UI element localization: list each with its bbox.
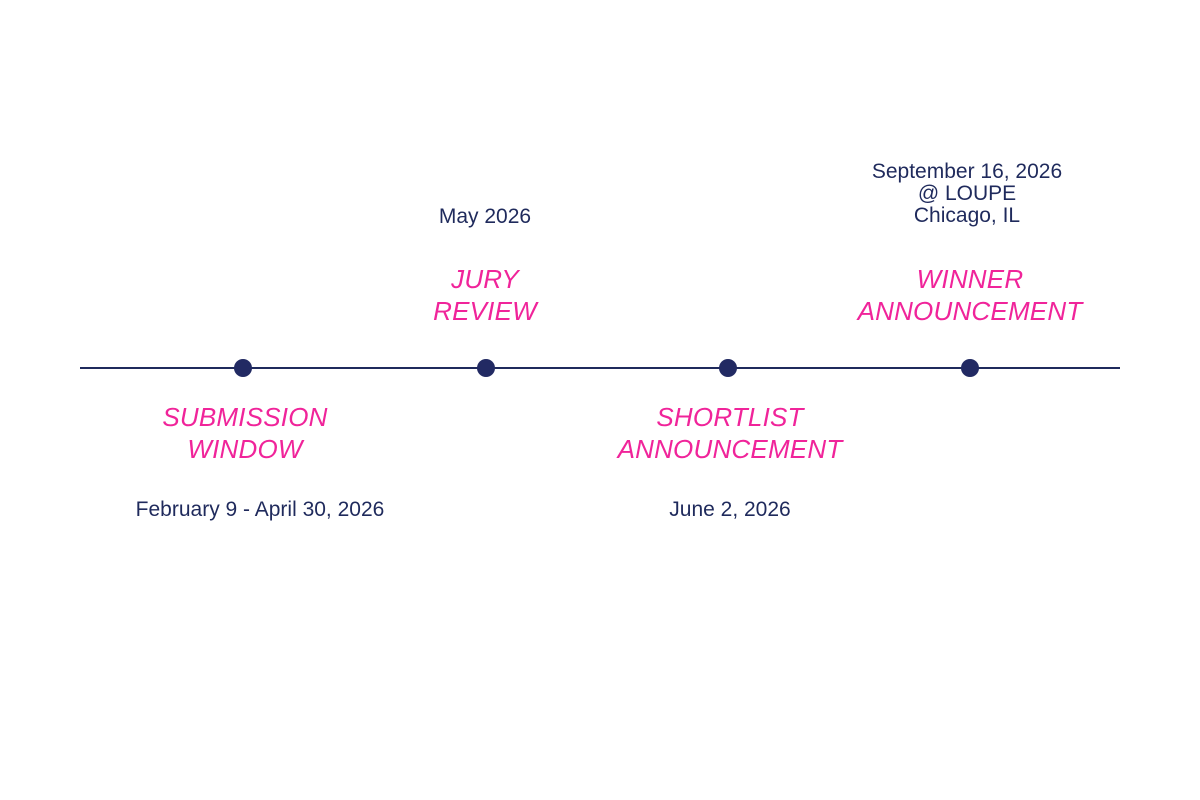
milestone-label-line: REVIEW bbox=[433, 296, 537, 326]
timeline-axis bbox=[80, 367, 1120, 369]
milestone-date-line: September 16, 2026 bbox=[871, 160, 1063, 183]
milestone-label-line: WINDOW bbox=[187, 434, 303, 464]
milestone-date-winner: September 16, 2026 @ LOUPE Chicago, IL bbox=[797, 161, 1137, 227]
milestone-date-submission: February 9 - April 30, 2026 bbox=[90, 499, 430, 521]
milestone-label-line: ANNOUNCEMENT bbox=[857, 296, 1083, 326]
milestone-date-line: May 2026 bbox=[438, 205, 532, 228]
milestone-label-shortlist: SHORTLIST ANNOUNCEMENT bbox=[570, 401, 890, 465]
milestone-label-line: SUBMISSION bbox=[162, 402, 328, 432]
milestone-label-line: WINNER bbox=[916, 264, 1024, 294]
milestone-dot-winner bbox=[961, 359, 979, 377]
milestone-date-line: @ LOUPE bbox=[917, 182, 1017, 205]
milestone-label-submission: SUBMISSION WINDOW bbox=[85, 401, 405, 465]
milestone-label-jury: JURY REVIEW bbox=[325, 263, 645, 327]
milestone-date-line: Chicago, IL bbox=[913, 204, 1021, 227]
milestone-date-shortlist: June 2, 2026 bbox=[560, 499, 900, 521]
milestone-date-line: June 2, 2026 bbox=[669, 498, 791, 521]
milestone-date-jury: May 2026 bbox=[315, 206, 655, 228]
milestone-label-line: SHORTLIST bbox=[656, 402, 804, 432]
milestone-label-winner: WINNER ANNOUNCEMENT bbox=[810, 263, 1130, 327]
milestone-label-line: JURY bbox=[451, 264, 519, 294]
milestone-dot-submission bbox=[234, 359, 252, 377]
milestone-dot-jury bbox=[477, 359, 495, 377]
milestone-date-line: February 9 - April 30, 2026 bbox=[135, 498, 385, 521]
milestone-dot-shortlist bbox=[719, 359, 737, 377]
milestone-label-line: ANNOUNCEMENT bbox=[617, 434, 843, 464]
